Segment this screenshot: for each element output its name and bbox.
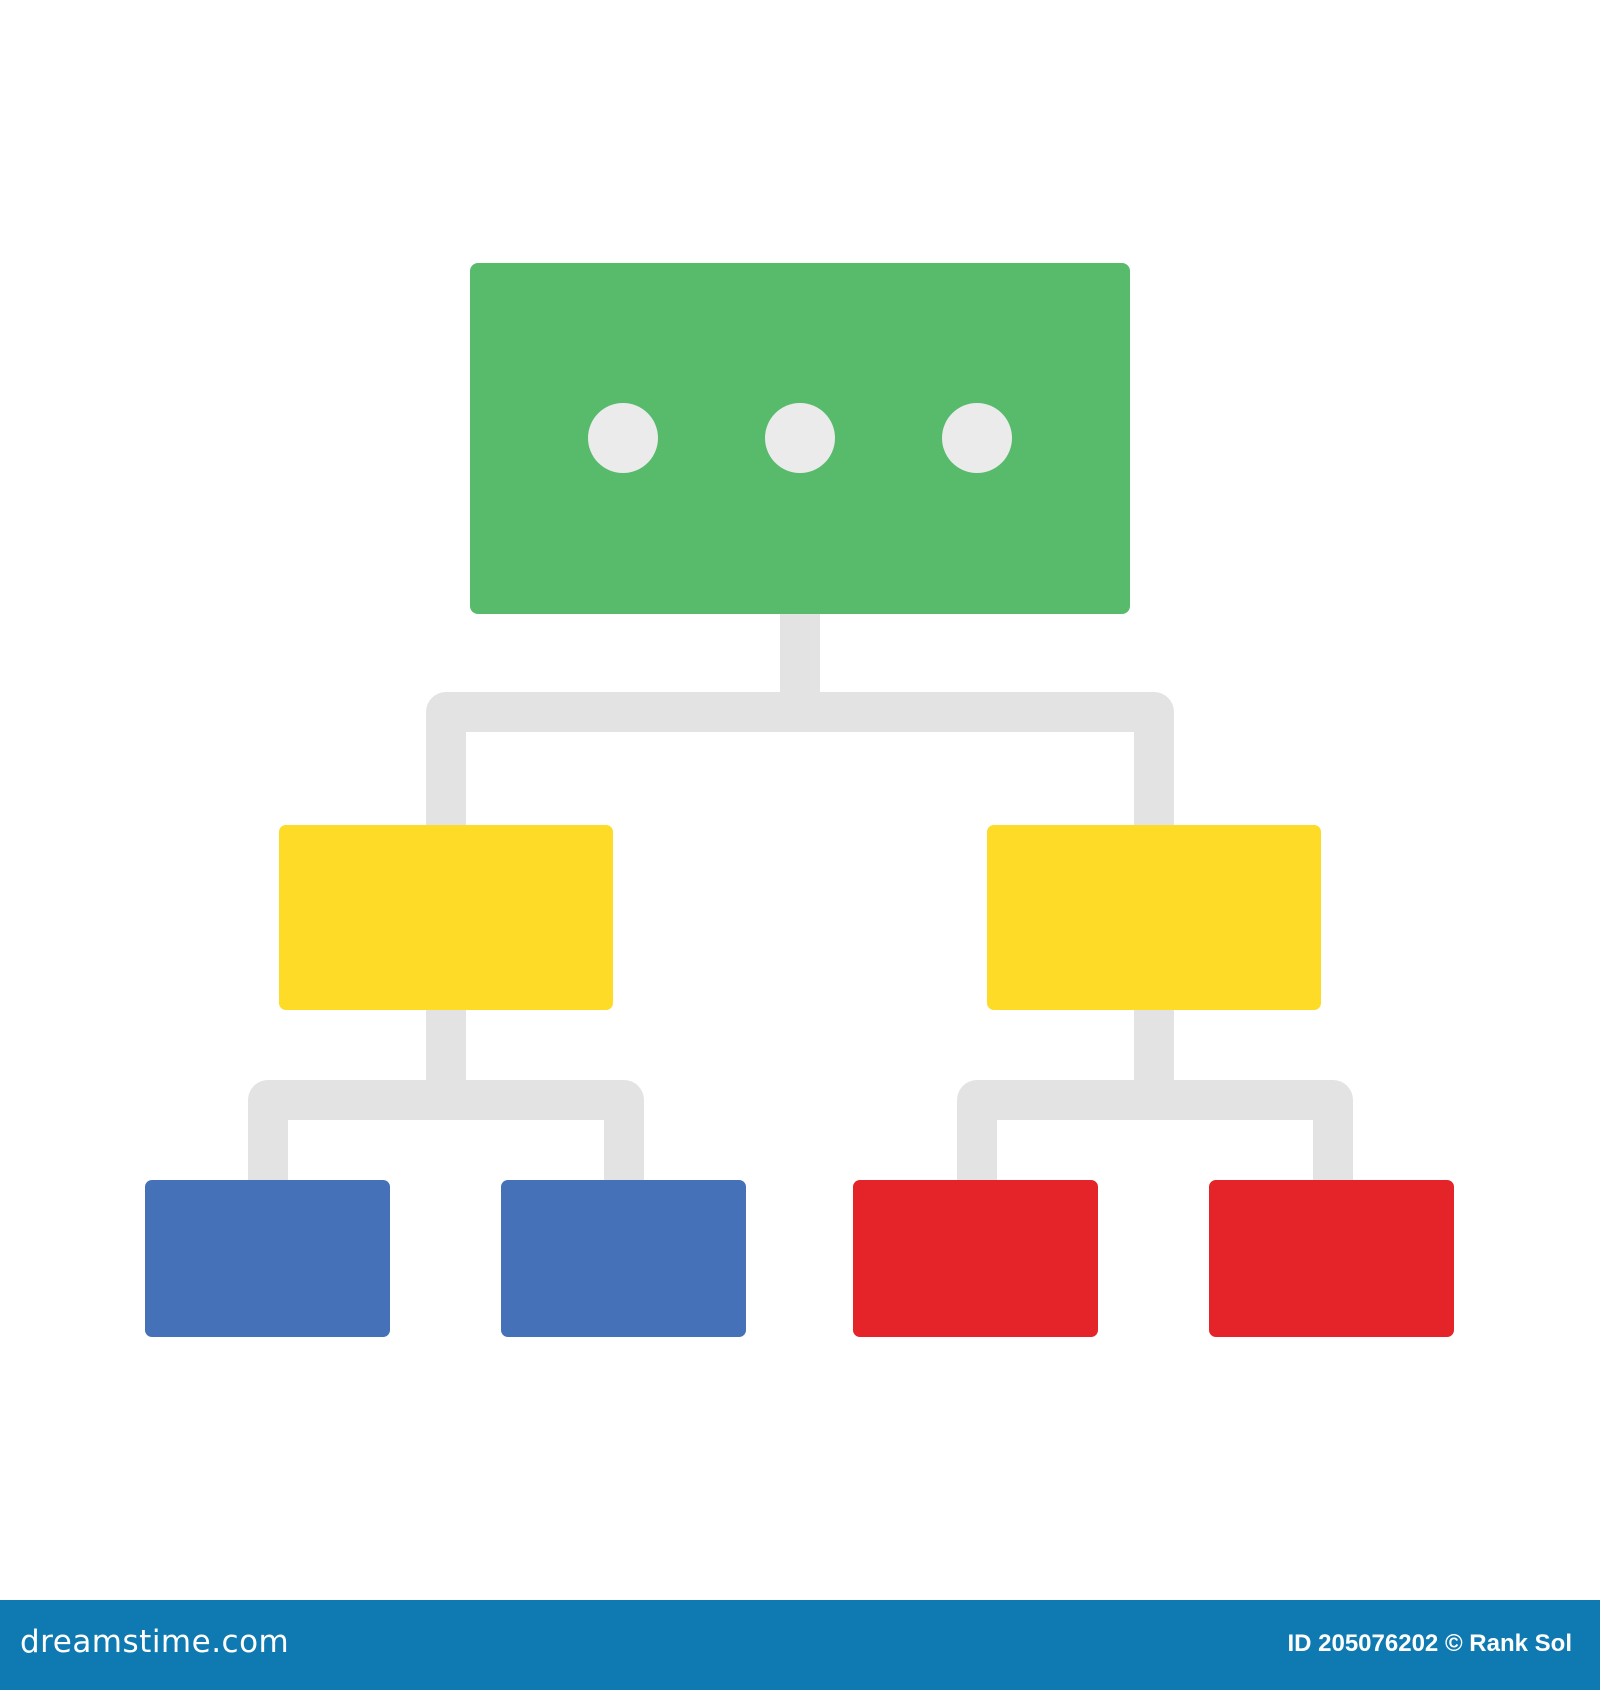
ellipsis-dot-1 — [588, 403, 658, 473]
level2-left-node — [279, 825, 613, 1010]
connector-right-level3-bus — [957, 1080, 1353, 1180]
level2-right-node — [987, 825, 1321, 1010]
stock-footer-bar: dreamstime.com ID 205076202 © Rank Sol — [0, 1600, 1600, 1690]
author-name: Rank Sol — [1469, 1630, 1572, 1657]
connector-level2-bus — [426, 692, 1174, 825]
level3-node-blue-1 — [145, 1180, 390, 1337]
ellipsis-dot-2 — [765, 403, 835, 473]
level3-node-blue-2 — [501, 1180, 746, 1337]
connector-left-level3-bus — [248, 1080, 644, 1180]
ellipsis-dot-3 — [942, 403, 1012, 473]
level3-node-red-1 — [853, 1180, 1098, 1337]
dreamstime-logo: dreamstime.com — [20, 1624, 290, 1660]
ellipsis-icon — [588, 403, 1012, 473]
root-node — [470, 263, 1130, 614]
connector-lines — [248, 614, 1353, 1180]
copyright-icon: © — [1444, 1630, 1463, 1657]
level3-node-red-2 — [1209, 1180, 1454, 1337]
image-id: ID 205076202 — [1287, 1630, 1439, 1657]
image-credit: ID 205076202 © Rank Sol — [1287, 1630, 1572, 1658]
org-chart-diagram — [145, 263, 1454, 1337]
